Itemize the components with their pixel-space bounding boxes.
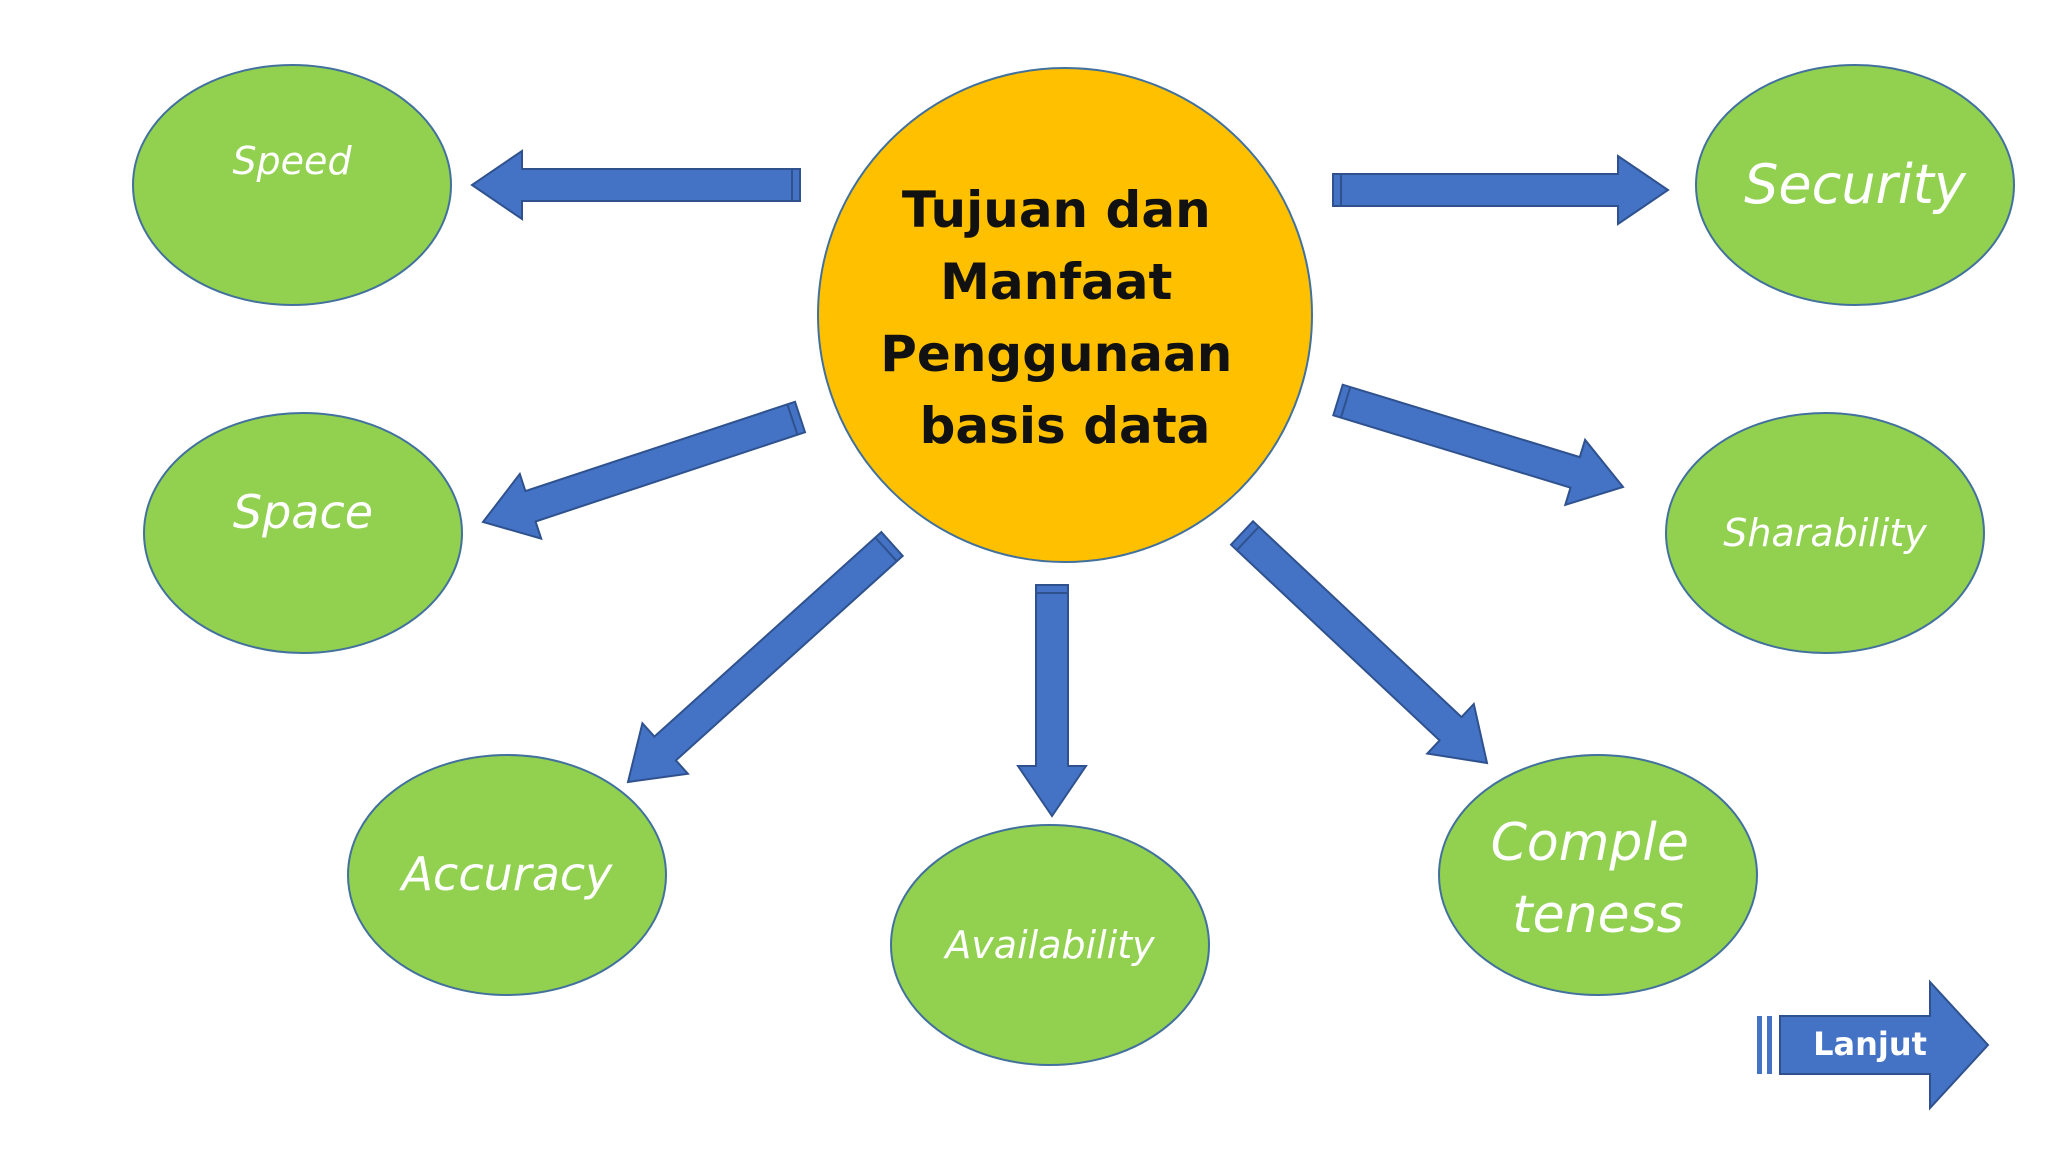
node-security: Security [1695, 64, 2015, 306]
arrow-to-security [1332, 154, 1670, 226]
arrow-to-availability [1016, 584, 1088, 818]
center-title-line-1: Tujuan dan [902, 181, 1211, 239]
center-title-line-2: Manfaat [940, 253, 1172, 311]
node-availability: Availability [890, 824, 1210, 1066]
center-topic: Tujuan dan Manfaat Penggunaan basis data [817, 67, 1313, 563]
node-accuracy: Accuracy [347, 754, 667, 996]
center-circle [817, 67, 1313, 563]
arrow-to-space-tail-edge [786, 403, 799, 436]
node-completeness-line-1: Comple [1491, 813, 1689, 873]
arrows-group [470, 149, 1670, 818]
node-space: Space [143, 412, 463, 654]
node-sharability-label: Sharability [1723, 511, 1927, 555]
arrow-to-accuracy-tail-edge [874, 536, 898, 562]
arrow-to-sharability-tail-edge [1340, 386, 1352, 418]
node-accuracy-ellipse [347, 754, 667, 996]
node-sharability-ellipse [1665, 412, 1985, 654]
node-completeness: Comple teness [1438, 754, 1758, 996]
arrow-to-sharability [1332, 383, 1625, 507]
node-space-label: Space [233, 485, 373, 539]
node-space-ellipse [143, 412, 463, 654]
node-completeness-line-2: teness [1512, 885, 1684, 945]
node-security-label: Security [1744, 153, 1967, 216]
arrow-to-completeness [1229, 519, 1489, 765]
arrow-to-accuracy [626, 530, 905, 784]
node-completeness-ellipse [1438, 754, 1758, 996]
center-title-line-3: Penggunaan [880, 325, 1232, 383]
next-button-label[interactable]: Lanjut [1813, 1025, 1927, 1063]
next-button[interactable]: Lanjut [1757, 979, 1990, 1111]
node-completeness-label: Comple teness [1491, 813, 1706, 945]
arrow-to-completeness-tail-edge [1236, 526, 1260, 551]
node-sharability: Sharability [1665, 412, 1985, 654]
arrow-to-space [481, 400, 807, 541]
node-availability-ellipse [890, 824, 1210, 1066]
node-accuracy-label: Accuracy [399, 847, 614, 901]
node-speed-ellipse [132, 64, 452, 306]
node-security-ellipse [1695, 64, 2015, 306]
arrow-to-speed [470, 149, 801, 221]
node-speed: Speed [132, 64, 452, 306]
right-arrow-icon[interactable] [1779, 979, 1990, 1111]
center-title: Tujuan dan Manfaat Penggunaan basis data [880, 181, 1249, 455]
next-arrow-stripe [1767, 1016, 1772, 1074]
center-title-line-4: basis data [920, 397, 1211, 455]
node-speed-label: Speed [232, 139, 352, 183]
next-arrow-stripe [1757, 1016, 1762, 1074]
node-availability-label: Availability [942, 923, 1155, 967]
